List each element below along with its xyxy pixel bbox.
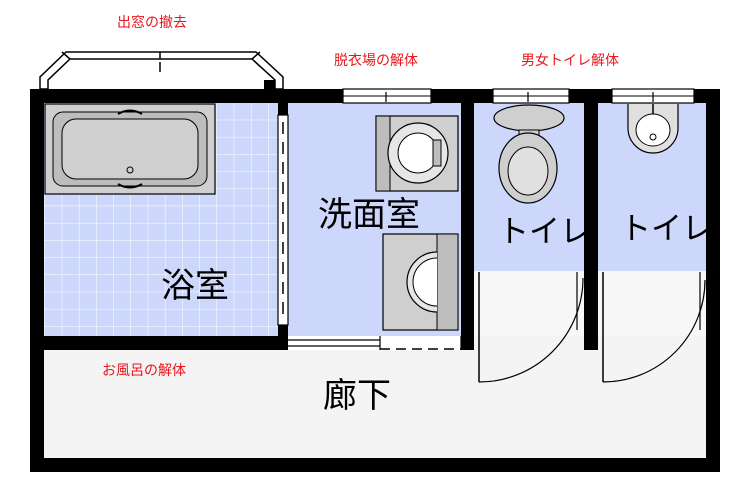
bath-partition xyxy=(277,114,289,326)
washing-machine xyxy=(375,115,459,192)
room-label-bathroom: 浴室 xyxy=(161,266,229,306)
toilet-1-door xyxy=(474,272,584,383)
toilet-2-window xyxy=(611,88,695,104)
annotation-dressing-room-demolition: 脱衣場の解体 xyxy=(334,53,418,69)
toilet-1-fixture xyxy=(493,104,565,204)
interior-walls xyxy=(30,103,720,458)
annotation-bath-demolition: お風呂の解体 xyxy=(102,363,186,379)
corridor-floor xyxy=(44,350,706,458)
annotation-window-removal: 出窓の撤去 xyxy=(117,15,187,31)
washbasin xyxy=(382,233,459,331)
room-label-washroom: 洗面室 xyxy=(318,195,420,235)
annotation-toilets-demolition: 男女トイレ解体 xyxy=(521,53,619,69)
washroom-sliding-door xyxy=(288,336,470,350)
toilet-2-door-area xyxy=(598,271,706,348)
bathtub xyxy=(44,103,216,195)
toilet-1-window xyxy=(492,88,570,104)
room-label-toilet-2: トイレ xyxy=(620,211,713,247)
bay-window xyxy=(39,51,284,90)
room-label-toilet-1: トイレ xyxy=(498,214,591,250)
washroom-window xyxy=(342,88,432,104)
toilet-2-door xyxy=(598,272,706,383)
toilet-2-fixture xyxy=(627,104,679,154)
room-label-corridor: 廊下 xyxy=(323,376,391,416)
